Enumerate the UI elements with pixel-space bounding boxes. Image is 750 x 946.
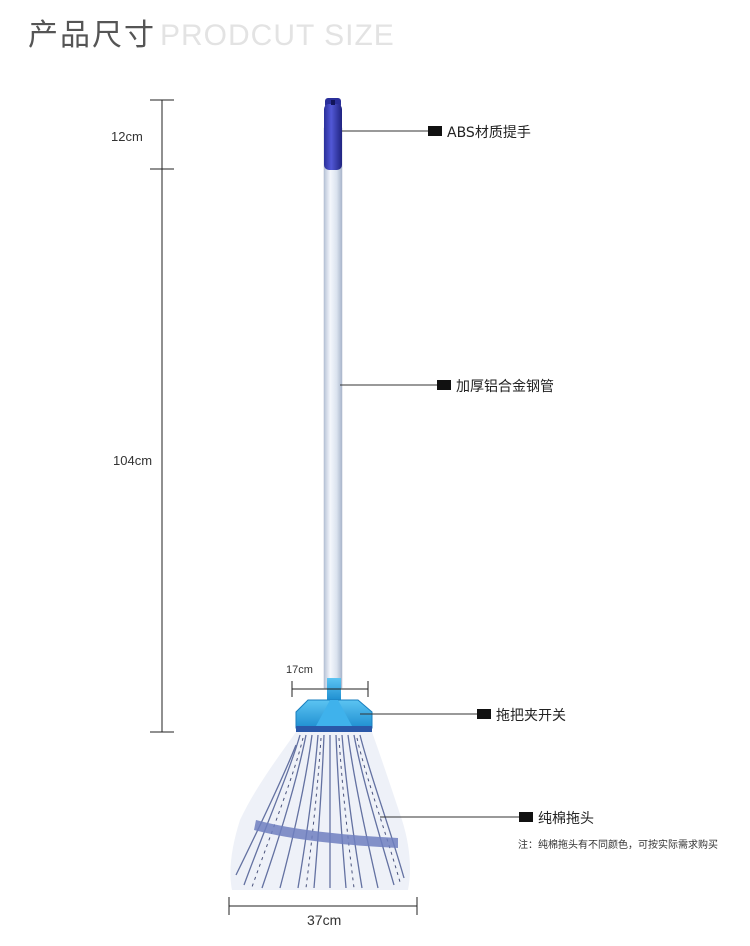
height-dimension bbox=[150, 99, 174, 733]
head-callout: 纯棉拖头 bbox=[538, 811, 594, 827]
mop-width-dimension bbox=[228, 897, 418, 915]
aluminum-pole bbox=[323, 127, 343, 689]
grip-length-label: 12cm bbox=[111, 129, 143, 144]
clamp-width-dimension bbox=[291, 681, 369, 697]
mop-clamp bbox=[295, 678, 373, 732]
mop-width-label: 37cm bbox=[307, 912, 342, 928]
title-en: PRODCUT SIZE bbox=[160, 19, 395, 52]
grip-callout: ABS材质提手 bbox=[447, 125, 531, 141]
cotton-mop-head bbox=[230, 732, 410, 890]
abs-grip bbox=[324, 98, 342, 170]
pole-callout: 加厚铝合金钢管 bbox=[456, 379, 554, 395]
clamp-callout: 拖把夹开关 bbox=[496, 708, 566, 724]
title-cn: 产品尺寸 bbox=[28, 18, 156, 53]
color-note: 注：纯棉拖头有不同颜色，可按实际需求购买 bbox=[518, 840, 718, 851]
clamp-width-label: 17cm bbox=[286, 664, 313, 676]
callout-markers bbox=[428, 126, 533, 822]
callout-lines bbox=[340, 130, 519, 818]
pole-length-label: 104cm bbox=[113, 453, 153, 468]
